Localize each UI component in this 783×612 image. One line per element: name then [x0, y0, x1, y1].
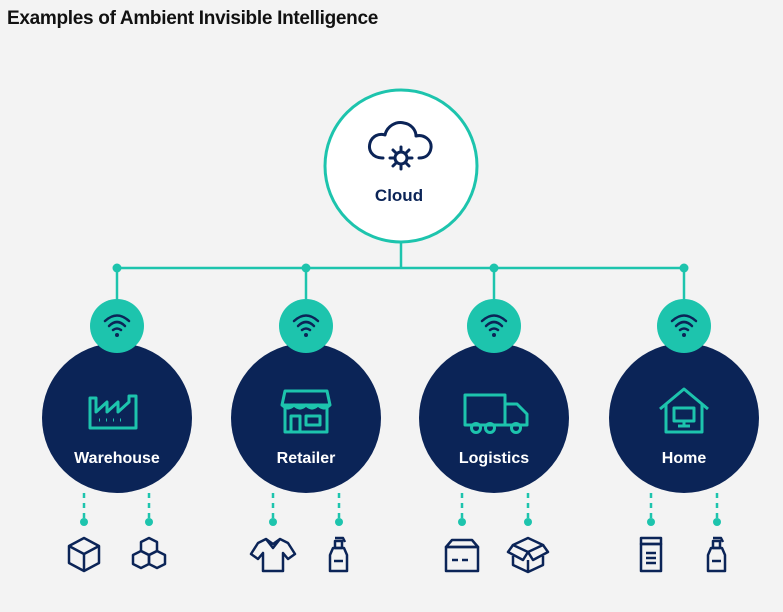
cloud-node: Cloud [323, 88, 479, 244]
jar-icon [639, 536, 663, 573]
home-label: Home [662, 450, 707, 467]
wifi-icon [90, 299, 144, 353]
factory-icon [88, 394, 138, 430]
spray-bottle-icon [706, 536, 727, 573]
open-box-icon [506, 536, 550, 574]
retailer-node: Retailer [231, 299, 381, 573]
retailer-label: Retailer [277, 450, 336, 467]
box-icon [67, 536, 101, 573]
cloud-gear-icon [368, 121, 433, 171]
device-connectors [82, 493, 151, 518]
connector-dots [112, 263, 689, 273]
wifi-icon [279, 299, 333, 353]
stacked-boxes-icon [131, 536, 167, 570]
cloud-label: Cloud [375, 186, 423, 205]
device-connectors [460, 493, 530, 518]
page-title: Examples of Ambient Invisible Intelligen… [7, 8, 379, 29]
wifi-icon [467, 299, 521, 353]
warehouse-node: Warehouse [42, 299, 192, 573]
truck-icon [463, 393, 529, 434]
storefront-icon [280, 389, 332, 434]
home-node: Home [609, 299, 759, 573]
house-icon [659, 387, 709, 434]
device-connectors [649, 493, 719, 518]
shirt-icon [249, 537, 297, 573]
logistics-node: Logistics [419, 299, 569, 574]
connector-lines [115, 240, 686, 300]
spray-bottle-icon [328, 536, 349, 573]
package-icon [444, 538, 480, 573]
logistics-label: Logistics [459, 450, 529, 467]
wifi-icon [657, 299, 711, 353]
warehouse-label: Warehouse [74, 450, 160, 467]
device-connectors [271, 493, 341, 518]
